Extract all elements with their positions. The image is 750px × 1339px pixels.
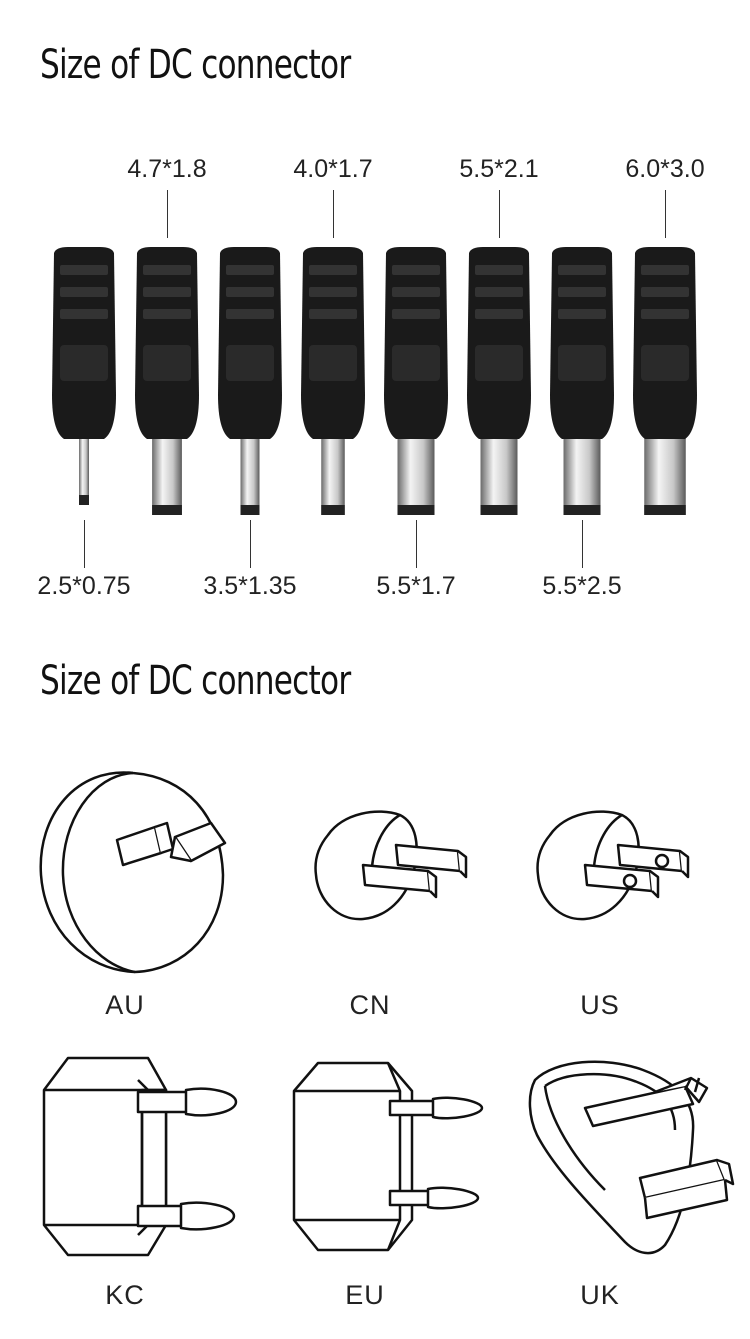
section-title-plug-types: Size of DC connector <box>40 658 351 704</box>
dc-connector <box>131 245 203 520</box>
dc-connector <box>380 245 452 520</box>
leader-line <box>582 520 583 568</box>
kc-plug-icon <box>42 1056 238 1257</box>
dc-connector-icon <box>135 247 199 515</box>
uk-label: UK <box>580 1280 620 1310</box>
us-plug-icon <box>536 810 690 921</box>
connector-size-label: 4.7*1.8 <box>127 155 207 183</box>
leader-line <box>167 190 168 238</box>
dc-connector-icon <box>301 247 365 515</box>
uk-plug-icon <box>528 1060 735 1255</box>
dc-connector <box>48 245 120 520</box>
connector-size-label: 3.5*1.35 <box>203 572 297 600</box>
dc-connector-icon <box>550 247 614 515</box>
us-label: US <box>580 990 620 1020</box>
dc-connector-icon <box>218 247 282 515</box>
leader-line <box>499 190 500 238</box>
connector-size-label: 5.5*2.1 <box>459 155 539 183</box>
au-label: AU <box>105 990 145 1020</box>
connector-size-label: 6.0*3.0 <box>625 155 705 183</box>
connector-size-label: 5.5*1.7 <box>376 572 456 600</box>
eu-label: EU <box>345 1280 385 1310</box>
au-plug-icon <box>39 771 227 974</box>
eu-plug-icon <box>292 1061 484 1252</box>
cn-plug-icon <box>314 810 468 921</box>
kc-label: KC <box>105 1280 145 1310</box>
cn-label: CN <box>349 990 391 1020</box>
dc-connector <box>463 245 535 520</box>
connector-size-label: 4.0*1.7 <box>293 155 373 183</box>
section-title-connector-sizes: Size of DC connector <box>40 42 351 88</box>
leader-line <box>665 190 666 238</box>
leader-line <box>333 190 334 238</box>
dc-connector-icon <box>52 247 116 505</box>
dc-connector-icon <box>384 247 448 515</box>
connector-size-label: 2.5*0.75 <box>37 572 131 600</box>
dc-connector-icon <box>467 247 531 515</box>
leader-line <box>416 520 417 568</box>
leader-line <box>250 520 251 568</box>
connector-size-label: 5.5*2.5 <box>542 572 622 600</box>
dc-connector <box>214 245 286 520</box>
leader-line <box>84 520 85 568</box>
dc-connector-icon <box>633 247 697 515</box>
dc-connector <box>629 245 701 520</box>
dc-connector <box>297 245 369 520</box>
dc-connector <box>546 245 618 520</box>
